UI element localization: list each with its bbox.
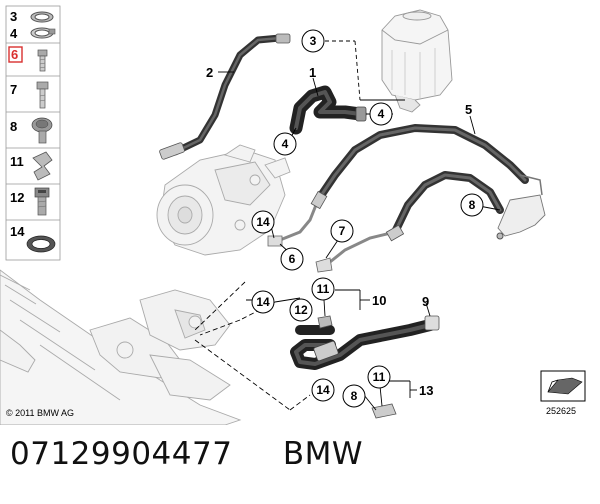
callout-1[interactable]: 1: [309, 65, 316, 80]
callout-8-upper[interactable]: 8: [460, 193, 484, 217]
callout-14-lower[interactable]: 14: [311, 378, 335, 402]
svg-text:14: 14: [256, 295, 270, 309]
parts-diagram: 3 4 6: [0, 5, 586, 425]
callout-8-lower[interactable]: 8: [342, 384, 366, 408]
svg-text:11: 11: [317, 282, 330, 296]
sidebar-item-14[interactable]: 14: [10, 224, 56, 253]
hose-clamp-icon: [30, 27, 56, 39]
callouts: 2 1 5 10 9 13 3 4 4 8 14 7: [206, 29, 484, 408]
svg-text:3: 3: [10, 9, 17, 24]
part-number: 07129904477: [10, 436, 233, 472]
svg-text:4: 4: [10, 26, 18, 41]
svg-text:14: 14: [316, 383, 330, 397]
sidebar-item-8[interactable]: 8: [10, 117, 53, 144]
svg-text:8: 8: [10, 119, 17, 134]
callout-4-top[interactable]: 4: [369, 102, 393, 126]
svg-text:8: 8: [351, 389, 358, 403]
callout-9[interactable]: 9: [422, 294, 429, 309]
svg-text:7: 7: [339, 224, 346, 238]
svg-text:8: 8: [469, 198, 476, 212]
sidebar-item-12[interactable]: 12: [10, 187, 50, 216]
svg-text:14: 14: [256, 215, 270, 229]
hose-5-drawing: [267, 124, 546, 273]
svg-text:12: 12: [10, 190, 24, 205]
callout-3[interactable]: 3: [301, 29, 325, 53]
hose-9-drawing: [290, 315, 440, 419]
svg-text:14: 14: [10, 224, 25, 239]
sidebar-item-7[interactable]: 7: [10, 81, 49, 109]
copyright-text: © 2011 BMW AG: [6, 408, 74, 418]
sidebar-item-3[interactable]: 3: [10, 9, 54, 24]
svg-text:6: 6: [289, 252, 296, 266]
hose-2-drawing: [159, 33, 291, 160]
callout-12[interactable]: 12: [289, 298, 313, 322]
hose-1-drawing: [289, 85, 367, 135]
screw-icon: [37, 49, 48, 72]
svg-text:11: 11: [373, 370, 386, 384]
sidebar-item-11[interactable]: 11: [10, 151, 53, 181]
clip-icon: [32, 151, 53, 181]
figure-id: 252625: [546, 406, 576, 416]
callout-11-upper[interactable]: 11: [311, 277, 335, 301]
svg-text:6: 6: [11, 47, 18, 62]
parts-sidebar: 3 4 6: [5, 5, 61, 261]
callout-14-middle[interactable]: 14: [251, 290, 275, 314]
brand-name: BMW: [282, 436, 363, 472]
view-direction-icon: [540, 370, 586, 402]
hose-clamp-icon: [30, 11, 54, 23]
callout-2[interactable]: 2: [206, 65, 213, 80]
steering-gear-drawing: [0, 269, 242, 425]
socket-screw-icon: [34, 187, 50, 216]
callout-4-mid[interactable]: 4: [273, 132, 297, 156]
svg-text:12: 12: [294, 303, 308, 317]
svg-text:4: 4: [282, 137, 289, 151]
oil-reservoir-drawing: [381, 9, 453, 113]
sidebar-item-4[interactable]: 4: [10, 26, 56, 41]
callout-13[interactable]: 13: [419, 383, 433, 398]
sidebar-item-6[interactable]: 6: [8, 46, 48, 72]
part-footer: 07129904477 BMW: [10, 436, 590, 486]
sealing-ring-icon: [26, 235, 56, 253]
callout-10[interactable]: 10: [372, 293, 386, 308]
svg-text:7: 7: [10, 82, 17, 97]
callout-11-lower[interactable]: 11: [367, 365, 391, 389]
svg-text:4: 4: [378, 107, 385, 121]
callout-6[interactable]: 6: [280, 247, 304, 271]
callout-7[interactable]: 7: [330, 219, 354, 243]
bolt-icon: [36, 81, 49, 109]
collar-screw-icon: [31, 117, 53, 144]
callout-14-upper[interactable]: 14: [251, 210, 275, 234]
svg-text:11: 11: [10, 154, 24, 169]
callout-5[interactable]: 5: [465, 102, 472, 117]
svg-text:3: 3: [310, 34, 317, 48]
